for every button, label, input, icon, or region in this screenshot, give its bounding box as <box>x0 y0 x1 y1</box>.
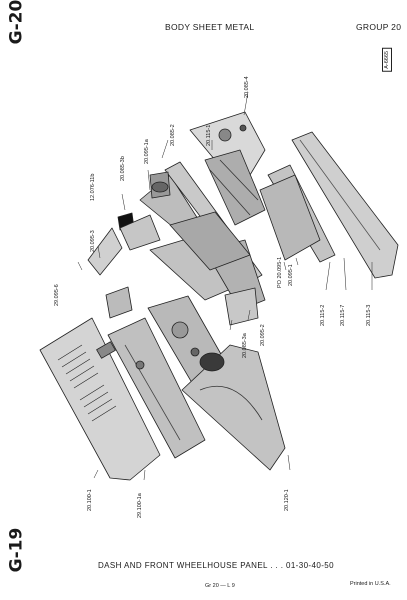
callout-label: 29.095-6 <box>54 284 60 306</box>
callout-label: 20.115-7 <box>340 304 346 326</box>
page-title: BODY SHEET METAL <box>165 22 255 32</box>
callout-label: 20.115-1 <box>206 124 212 146</box>
wheelhouse-panel <box>181 344 286 471</box>
brace-center <box>204 149 266 226</box>
callout-label: 20.085-2 <box>170 124 176 146</box>
callout-label: 20.115-3 <box>366 304 372 326</box>
callout-label: 20.095-2 <box>260 324 266 346</box>
inner-panel-c <box>169 211 251 271</box>
panel-mid <box>259 174 321 261</box>
dash-panel-middle <box>107 317 206 459</box>
bracket-left-2 <box>119 214 161 251</box>
bracket-left-1 <box>87 227 123 276</box>
callout-label: 20.085-3b <box>120 156 126 181</box>
callout-label: 29.100-1a <box>137 493 143 518</box>
callout-label: 20.095-1a <box>144 139 150 164</box>
front-strip <box>291 131 399 279</box>
callout-label: PO 20.095-1 <box>277 256 283 288</box>
callout-label: 20.095-3 <box>90 230 96 252</box>
callout-label: 20.115-2 <box>320 304 326 326</box>
bracket-small <box>105 286 133 319</box>
callout-label: 20.100-1 <box>87 489 93 511</box>
dash-panel-left <box>39 317 161 481</box>
page-number: Gr 20 — L 9 <box>205 583 235 589</box>
callout-label: 20.120-1 <box>284 489 290 511</box>
section-title: DASH AND FRONT WHEELHOUSE PANEL . . . 01… <box>98 561 334 570</box>
callout-label: 20.085-3a <box>242 333 248 358</box>
callout-label: 20.095-1 <box>288 264 294 286</box>
printed-note: Printed in U.S.A. <box>350 581 391 587</box>
callout-label: 20.085-4 <box>244 76 250 98</box>
callout-label: 12.076-11b <box>90 173 96 201</box>
group-label: GROUP 20 <box>356 22 402 32</box>
gusset <box>224 287 259 326</box>
